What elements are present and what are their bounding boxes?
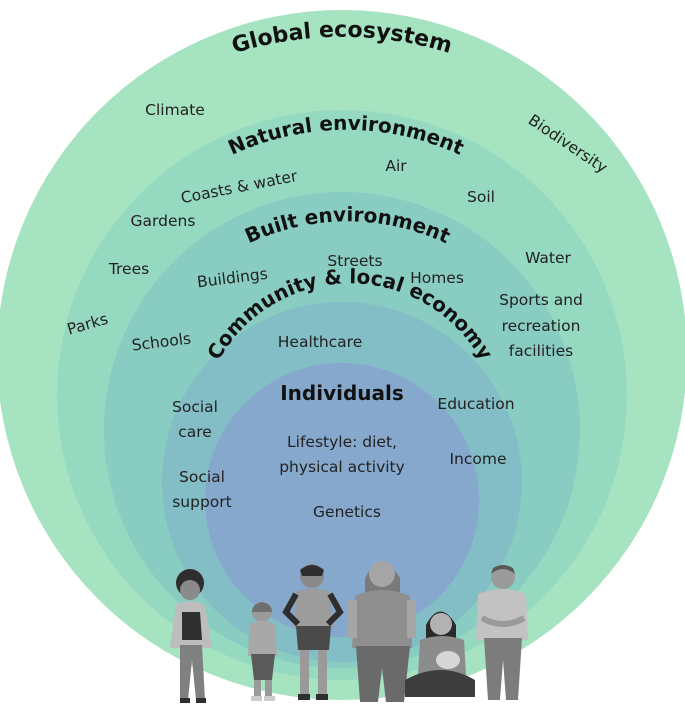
label-healthcare: Healthcare <box>278 333 363 351</box>
ring-individuals <box>205 363 479 637</box>
label-sports-1: Sports and <box>499 291 583 309</box>
label-lifestyle-1: Lifestyle: diet, <box>287 433 397 451</box>
label-air: Air <box>385 157 407 175</box>
ring-title-individuals: Individuals <box>280 381 404 405</box>
label-genetics: Genetics <box>313 503 381 521</box>
people-illustration <box>170 561 528 703</box>
label-sports-3: facilities <box>509 342 573 360</box>
label-social-care-1: Social <box>172 398 218 416</box>
label-education: Education <box>437 395 514 413</box>
person-hands-on-hips-icon <box>282 564 344 700</box>
person-curly-hair-icon <box>170 569 212 703</box>
person-child-icon <box>248 602 277 701</box>
label-homes: Homes <box>410 269 464 287</box>
label-social-support-1: Social <box>179 468 225 486</box>
label-gardens: Gardens <box>131 212 196 230</box>
label-soil: Soil <box>467 188 495 206</box>
label-social-support-2: support <box>172 493 232 511</box>
person-woman-long-hair-icon <box>348 561 416 702</box>
label-sports-2: recreation <box>502 317 581 335</box>
person-sitting-with-baby-icon <box>405 611 475 697</box>
label-streets: Streets <box>327 252 382 270</box>
label-trees: Trees <box>108 260 149 278</box>
label-climate: Climate <box>145 101 205 119</box>
person-older-man-icon <box>476 565 528 700</box>
label-water: Water <box>525 249 571 267</box>
label-lifestyle-2: physical activity <box>279 458 405 476</box>
label-social-care-2: care <box>178 423 212 441</box>
label-income: Income <box>449 450 506 468</box>
